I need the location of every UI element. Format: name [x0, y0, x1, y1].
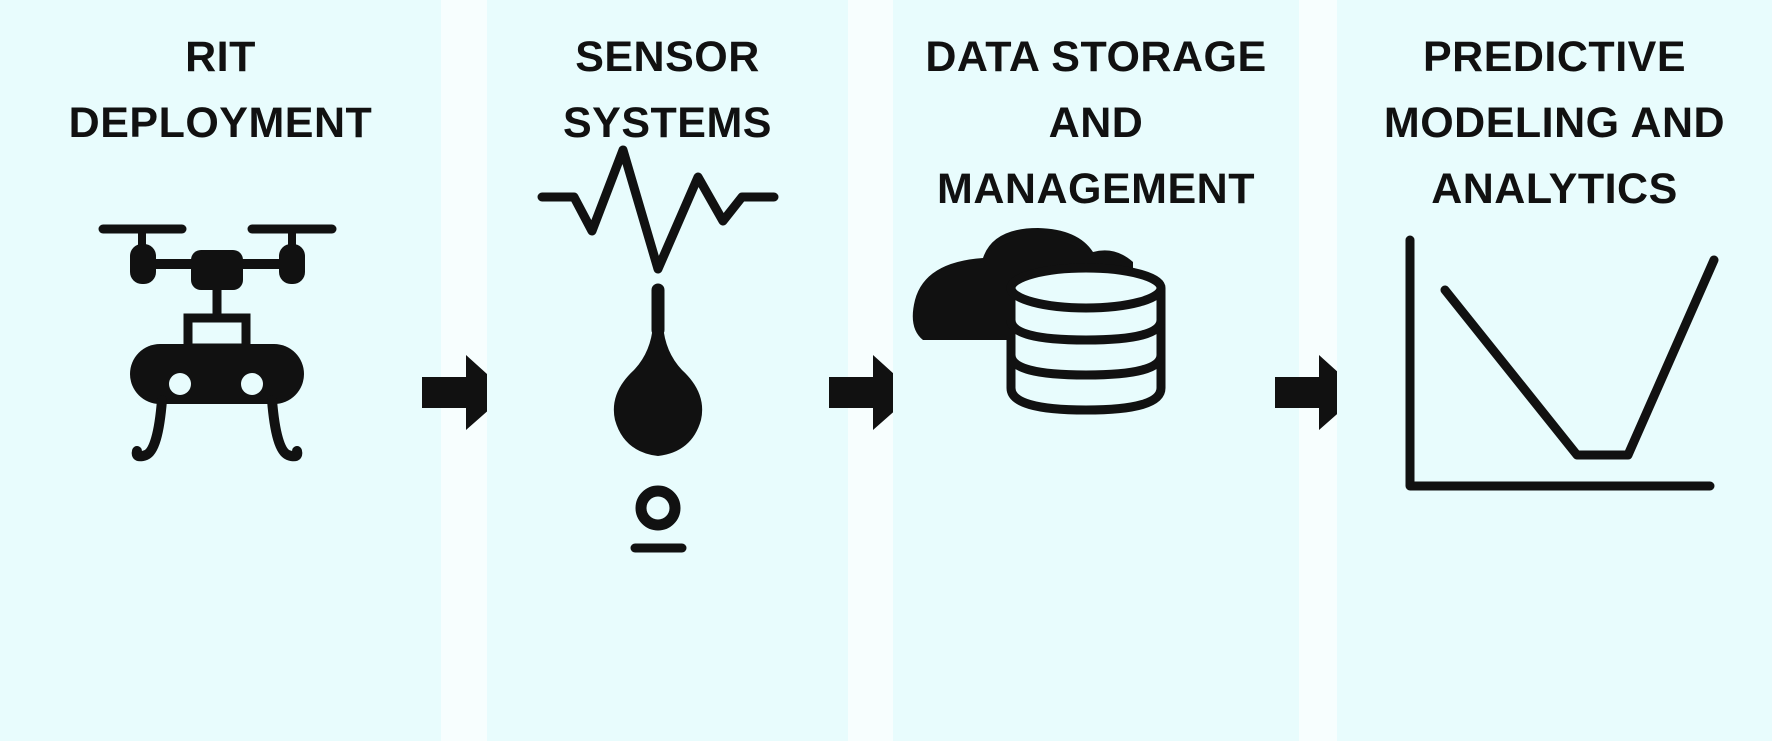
- stage-title-line: SENSOR: [575, 33, 760, 81]
- stage-title: SENSOR SYSTEMS: [487, 24, 848, 156]
- stage-title-line: RIT: [185, 33, 256, 81]
- arrow-right-icon: [422, 355, 508, 430]
- stage-title-line: SYSTEMS: [563, 99, 772, 147]
- stage-panel-data-storage: DATA STORAGE AND MANAGEMENT: [893, 0, 1299, 741]
- cloud-database-icon: [912, 228, 1166, 415]
- stage-panel-rit-deployment: RIT DEPLOYMENT: [0, 0, 441, 741]
- stage-panel-predictive-modeling: PREDICTIVE MODELING AND ANALYTICS: [1337, 0, 1772, 741]
- stage-title: RIT DEPLOYMENT: [0, 24, 441, 156]
- stage-title-line: MANAGEMENT: [937, 165, 1255, 213]
- stage-title-line: AND: [1048, 99, 1144, 147]
- stage-panel-sensor-systems: SENSOR SYSTEMS: [487, 0, 848, 741]
- stage-title-line: DATA STORAGE: [925, 33, 1267, 81]
- stage-title-line: PREDICTIVE: [1422, 33, 1687, 81]
- stage-title-line: ANALYTICS: [1431, 165, 1678, 213]
- stage-title-line: DEPLOYMENT: [68, 99, 373, 147]
- stage-title: PREDICTIVE MODELING AND ANALYTICS: [1337, 24, 1772, 222]
- stage-title: DATA STORAGE AND MANAGEMENT: [893, 24, 1299, 222]
- sensor-signal-icon: [537, 145, 779, 553]
- line-chart-icon: [1405, 235, 1719, 491]
- drone-icon: [98, 224, 337, 462]
- stage-title-line: MODELING AND: [1383, 99, 1726, 147]
